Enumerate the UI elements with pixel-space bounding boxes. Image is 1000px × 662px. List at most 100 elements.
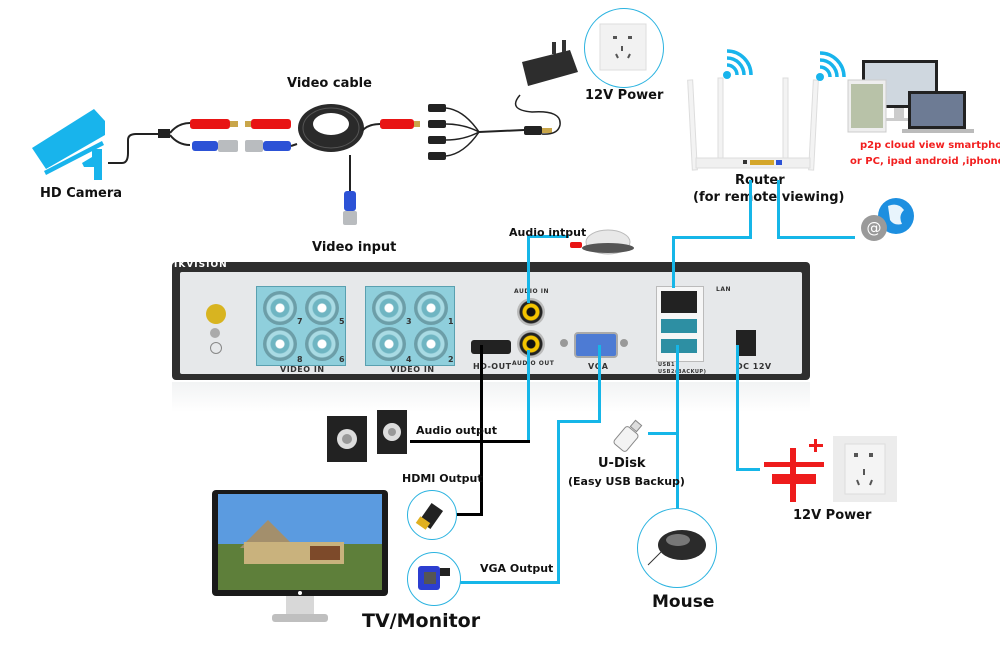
mouse-icon bbox=[647, 530, 706, 566]
tv-monitor-icon bbox=[212, 490, 388, 622]
video-connector-blue-2 bbox=[245, 140, 298, 152]
camera-cable bbox=[108, 122, 191, 164]
audio-in-port[interactable] bbox=[517, 298, 545, 326]
mouse-label: Mouse bbox=[652, 592, 715, 612]
wall-outlet-icon-top bbox=[599, 23, 647, 71]
wire-udisk-h bbox=[648, 432, 678, 435]
bnc-port-ch1[interactable] bbox=[414, 291, 448, 325]
wire-hdmi-v bbox=[480, 345, 483, 515]
power-bottom-label: 12V Power bbox=[793, 508, 872, 523]
router-icon bbox=[687, 77, 819, 171]
router-sublabel: (for remote viewing) bbox=[693, 190, 845, 205]
video-cable-coil bbox=[298, 104, 364, 152]
internet-globe-icon: @ bbox=[861, 198, 914, 241]
p2p-text-line2: or PC, ipad android ,iphone. bbox=[850, 156, 1000, 167]
usb-label-1: USB1 bbox=[658, 362, 675, 368]
vga-cable-icon bbox=[418, 566, 450, 590]
lan-usb-block bbox=[656, 286, 704, 362]
channel-label: 1 bbox=[448, 317, 454, 326]
channel-label: 6 bbox=[339, 355, 345, 364]
udisk-label: U-Disk bbox=[598, 456, 646, 471]
channel-label: 2 bbox=[448, 355, 454, 364]
wire-lan-v bbox=[672, 236, 675, 288]
wire-dc-h bbox=[736, 468, 760, 471]
wire-internet-h bbox=[777, 236, 855, 239]
bnc-port-ch7[interactable] bbox=[263, 291, 297, 325]
dvr-face: 7 5 8 6 VIDEO IN 3 1 4 2 VIDEO IN HD-OUT… bbox=[180, 272, 802, 375]
usb-port-2[interactable] bbox=[661, 339, 697, 353]
wire-audio-in-h bbox=[527, 235, 569, 238]
dc-power-port[interactable] bbox=[736, 330, 756, 356]
wire-audio-out-h bbox=[410, 440, 530, 443]
vga-screw-right bbox=[620, 339, 628, 347]
channel-label: 4 bbox=[406, 355, 412, 364]
lan-label: LAN bbox=[716, 286, 731, 293]
audio-in-port-label: AUDIO IN bbox=[514, 288, 549, 295]
hdmi-port[interactable] bbox=[471, 340, 511, 354]
udisk-sublabel: (Easy USB Backup) bbox=[568, 475, 685, 488]
svg-text:@: @ bbox=[867, 219, 882, 237]
wire-audio-out-v bbox=[527, 350, 530, 442]
bnc-port-ch3[interactable] bbox=[372, 291, 406, 325]
video-in-label-right: VIDEO IN bbox=[390, 365, 435, 374]
bnc-port-ch4[interactable] bbox=[372, 327, 406, 361]
microphone-icon bbox=[570, 229, 634, 255]
bnc-port-ch5[interactable] bbox=[305, 291, 339, 325]
router-label: Router bbox=[735, 173, 785, 188]
video-in-label-left: VIDEO IN bbox=[280, 365, 325, 374]
usb-label-2: USB2(BACKUP) bbox=[658, 369, 707, 375]
video-input-connector bbox=[343, 155, 357, 225]
bnc-port-ch6[interactable] bbox=[305, 327, 339, 361]
channel-label: 8 bbox=[297, 355, 303, 364]
vga-port-label: VGA bbox=[588, 362, 608, 371]
audio-output-label: Audio output bbox=[416, 424, 497, 437]
wire-vga-h2 bbox=[460, 581, 560, 584]
vga-port[interactable] bbox=[574, 332, 618, 358]
video-in-panel-left: 7 5 8 6 bbox=[256, 286, 346, 366]
video-input-label: Video input bbox=[312, 240, 397, 255]
hd-camera-icon bbox=[32, 109, 105, 180]
bnc-port-ch8[interactable] bbox=[263, 327, 297, 361]
audio-out-port-label: AUDIO OUT bbox=[512, 360, 555, 367]
wire-internet-down bbox=[777, 180, 780, 238]
wire-vga-v2 bbox=[557, 420, 560, 583]
wire-hdmi-h bbox=[455, 513, 483, 516]
power-top-label: 12V Power bbox=[585, 88, 664, 103]
dvr-reflection bbox=[172, 382, 810, 412]
p2p-text-line1: p2p cloud view smartphone bbox=[860, 140, 1000, 151]
video-cable-label: Video cable bbox=[287, 76, 372, 91]
usb-disk-icon bbox=[613, 419, 643, 452]
vga-screw-left bbox=[560, 339, 568, 347]
audio-out-port[interactable] bbox=[517, 330, 545, 358]
power-splitter bbox=[428, 104, 552, 160]
wire-vga-h1 bbox=[557, 420, 601, 423]
audio-input-label: Audio intput bbox=[509, 226, 587, 239]
video-in-panel-right: 3 1 4 2 bbox=[365, 286, 455, 366]
hdmi-output-label: HDMI Output bbox=[402, 472, 483, 485]
ground-symbol-icon bbox=[210, 342, 222, 354]
dvr-brand: IKVISION bbox=[174, 260, 228, 270]
tv-monitor-label: TV/Monitor bbox=[362, 610, 481, 632]
power-adapter-icon bbox=[514, 40, 578, 135]
dc-power-symbol-icon bbox=[764, 439, 824, 502]
wire-dc-v bbox=[736, 345, 739, 470]
lan-port[interactable] bbox=[661, 291, 697, 313]
wire-audio-in-v bbox=[527, 235, 530, 303]
video-connector-blue-1 bbox=[192, 140, 238, 152]
bnc-port-ch2[interactable] bbox=[414, 327, 448, 361]
power-connector-red-1 bbox=[190, 119, 238, 129]
speakers-icon bbox=[327, 410, 407, 462]
wall-outlet-icon-bottom bbox=[833, 436, 897, 502]
wire-usb-v bbox=[676, 345, 679, 510]
ground-screw-icon bbox=[210, 328, 220, 338]
wire-vga-v1 bbox=[598, 345, 601, 422]
vga-output-label: VGA Output bbox=[480, 562, 554, 575]
remote-devices-icon bbox=[847, 60, 974, 133]
channel-label: 5 bbox=[339, 317, 345, 326]
hd-camera-label: HD Camera bbox=[40, 186, 123, 201]
usb-port-1[interactable] bbox=[661, 319, 697, 333]
wifi-icon-left bbox=[723, 49, 753, 79]
dvr-back-panel: IKVISION 7 5 8 6 VIDEO IN 3 1 4 2 bbox=[172, 260, 810, 380]
hdmi-cable-icon bbox=[415, 502, 444, 530]
power-connector-red-2 bbox=[245, 119, 291, 129]
